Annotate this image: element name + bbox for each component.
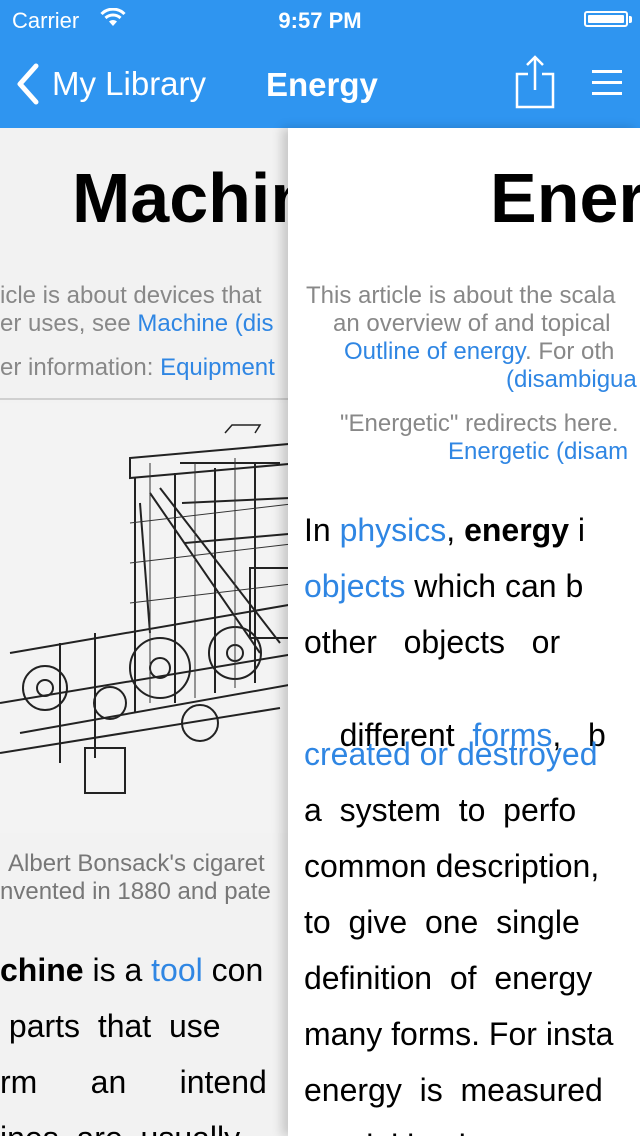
body-line: chine is a tool con — [0, 952, 263, 989]
hatnote-line: This article is about the scala — [306, 282, 616, 309]
back-button-label: My Library — [52, 65, 207, 102]
body-line: many forms. For insta — [304, 1016, 614, 1052]
body-text: is a — [83, 952, 152, 988]
wifi-icon — [100, 8, 126, 26]
link-created-or-destroyed[interactable]: created or destroyed — [304, 736, 598, 772]
share-icon[interactable] — [514, 54, 556, 110]
body-line: different forms, b — [304, 680, 606, 791]
nav-title: Energy — [266, 66, 378, 103]
hatnote-link[interactable]: (disambigua — [506, 366, 637, 393]
body-line: rm an intend — [0, 1064, 267, 1100]
hatnote-text: er uses, see — [0, 310, 138, 337]
hatnote-line: (disambigua — [506, 366, 637, 394]
hatnote-link[interactable]: Equipment — [160, 354, 275, 381]
divider — [0, 398, 300, 400]
body-text: which can b — [405, 568, 584, 604]
body-text: In — [304, 512, 340, 548]
body-line: other objects or — [304, 624, 561, 660]
link-objects[interactable]: objects — [304, 568, 406, 604]
link-physics[interactable]: physics — [339, 512, 447, 548]
hatnote-line: er uses, see Machine (dis — [0, 310, 273, 338]
article-title: Machine — [72, 159, 300, 237]
status-bar: Carrier 9:57 PM — [0, 0, 640, 40]
body-line: parts that use — [0, 1008, 221, 1044]
body-text: i — [569, 512, 585, 548]
body-line: common description, — [304, 848, 600, 884]
hatnote-text: er information: — [0, 354, 161, 381]
navigation-bar: My Library Energy — [0, 40, 640, 128]
hatnote-line: Outline of energy. For oth — [344, 338, 614, 366]
body-line: definition of energy — [304, 960, 593, 996]
machine-article-page[interactable]: Machine icle is about devices that er us… — [0, 128, 300, 1136]
hatnote-line: er information: Equipment — [0, 354, 275, 382]
body-text: , b — [552, 717, 606, 753]
body-line: energy is measured — [304, 1072, 603, 1108]
machine-illustration[interactable] — [0, 403, 300, 833]
back-chevron-icon — [17, 63, 39, 105]
link-forms[interactable]: forms — [472, 717, 553, 753]
body-text: con — [202, 952, 264, 988]
body-text: , — [446, 512, 465, 548]
carrier-label: Carrier — [12, 8, 80, 33]
menu-icon[interactable] — [592, 70, 622, 96]
body-line: created or destroyed — [304, 736, 598, 773]
hatnote-line: icle is about devices that — [0, 282, 262, 309]
energy-article-page[interactable]: Energy This article is about the scala a… — [288, 128, 640, 1136]
hatnote-line: "Energetic" redirects here. — [340, 410, 619, 437]
article-title: Energy — [490, 159, 640, 237]
image-caption: nvented in 1880 and pate — [0, 878, 271, 905]
body-line: ental kinetic energy — [304, 1128, 598, 1136]
hatnote-link[interactable]: Machine (dis — [137, 310, 274, 337]
body-line: a system to perfo — [304, 792, 577, 828]
hatnote-line: Energetic (disam — [448, 438, 628, 466]
image-caption: Albert Bonsack's cigaret — [8, 850, 265, 877]
hatnote-link[interactable]: Energetic (disam — [448, 438, 629, 465]
body-line: In physics, energy i — [304, 512, 585, 549]
hatnote-line: an overview of and topical — [333, 310, 611, 337]
body-text: different — [339, 717, 473, 753]
bold-term: chine — [0, 952, 84, 988]
body-line: objects which can b — [304, 568, 583, 605]
battery-icon — [584, 11, 632, 27]
clock: 9:57 PM — [278, 8, 362, 33]
bold-term: energy — [464, 512, 569, 548]
link-tool[interactable]: tool — [151, 952, 203, 988]
body-line: ines are usually — [0, 1120, 240, 1136]
back-button[interactable]: My Library — [14, 62, 206, 106]
body-line: to give one single — [304, 904, 580, 940]
hatnote-link[interactable]: Outline of energy — [344, 338, 525, 365]
hatnote-text: . For oth — [525, 338, 615, 365]
